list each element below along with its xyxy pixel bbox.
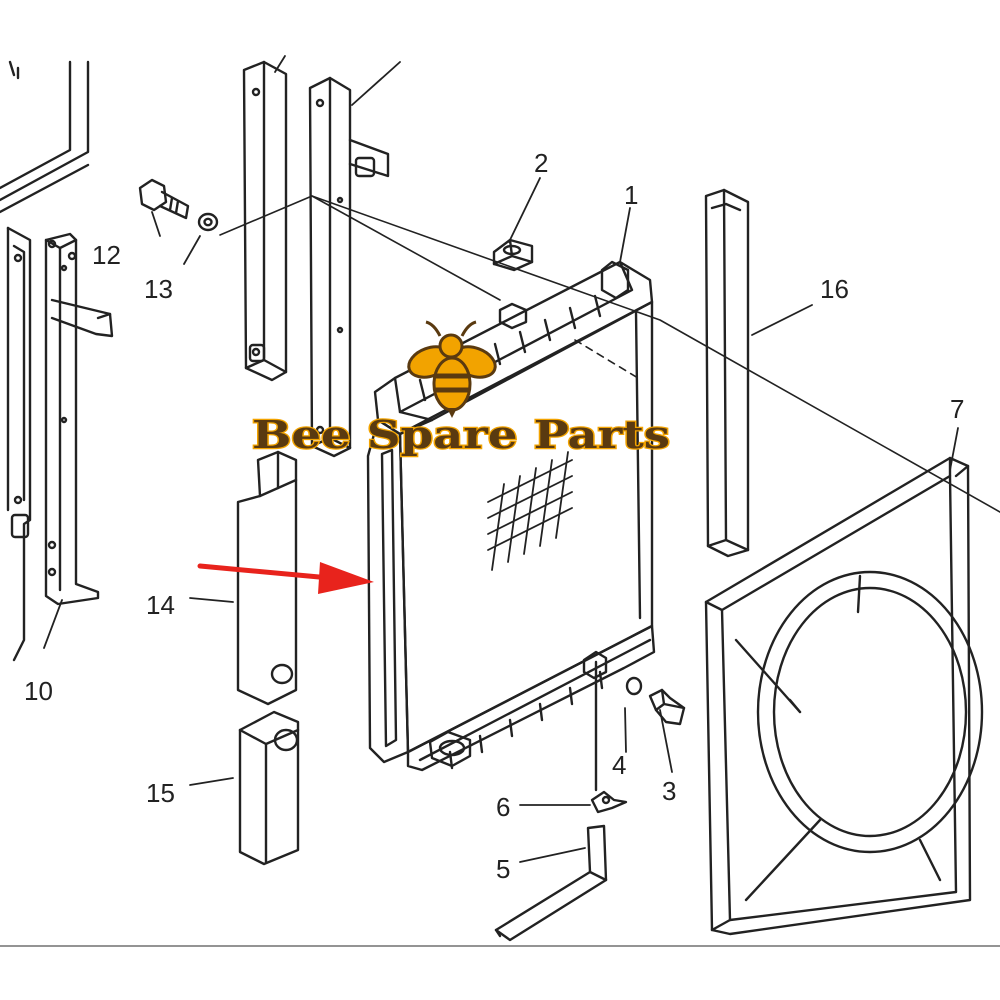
callout-16: 16 <box>820 274 849 304</box>
part-3-drain-plug <box>648 688 686 726</box>
callout-10: 10 <box>24 676 53 706</box>
indicator-arrow <box>197 562 374 594</box>
callout-13: 13 <box>144 274 173 304</box>
callout-5: 5 <box>496 854 510 884</box>
upper-vertical-brackets <box>242 60 390 458</box>
brand-name: Bee Spare Parts <box>252 412 670 457</box>
part-5-hose <box>494 824 608 942</box>
part-6-clamp <box>590 660 628 814</box>
bee-logo-icon <box>407 320 497 418</box>
callout-6: 6 <box>496 792 510 822</box>
part-13-washer <box>197 212 219 232</box>
part-16-seal <box>704 188 750 558</box>
part-12-bolt <box>138 178 190 220</box>
callout-15: 15 <box>146 778 175 808</box>
callout-1: 1 <box>624 180 638 210</box>
part-1-radiator <box>366 260 656 772</box>
part-10-bracket <box>44 232 114 606</box>
callout-14: 14 <box>146 590 175 620</box>
left-panel-fragment <box>0 60 90 214</box>
part-2-cap <box>492 238 534 272</box>
callout-3: 3 <box>662 776 676 806</box>
part-15-seal-block <box>238 710 300 866</box>
callout-4: 4 <box>612 750 626 780</box>
callout-labels: 1 2 3 4 5 6 7 10 12 13 14 15 16 <box>24 148 964 884</box>
part-14-seal-block <box>236 450 298 706</box>
brand-watermark: Bee Spare Parts <box>251 320 671 458</box>
callout-7: 7 <box>950 394 964 424</box>
part-7-fan-shroud <box>704 456 984 936</box>
leader-lines <box>43 55 959 863</box>
callout-2: 2 <box>534 148 548 178</box>
left-bracket <box>6 226 32 662</box>
callout-12: 12 <box>92 240 121 270</box>
reference-lines <box>219 195 1000 513</box>
part-4-oring <box>625 676 643 696</box>
